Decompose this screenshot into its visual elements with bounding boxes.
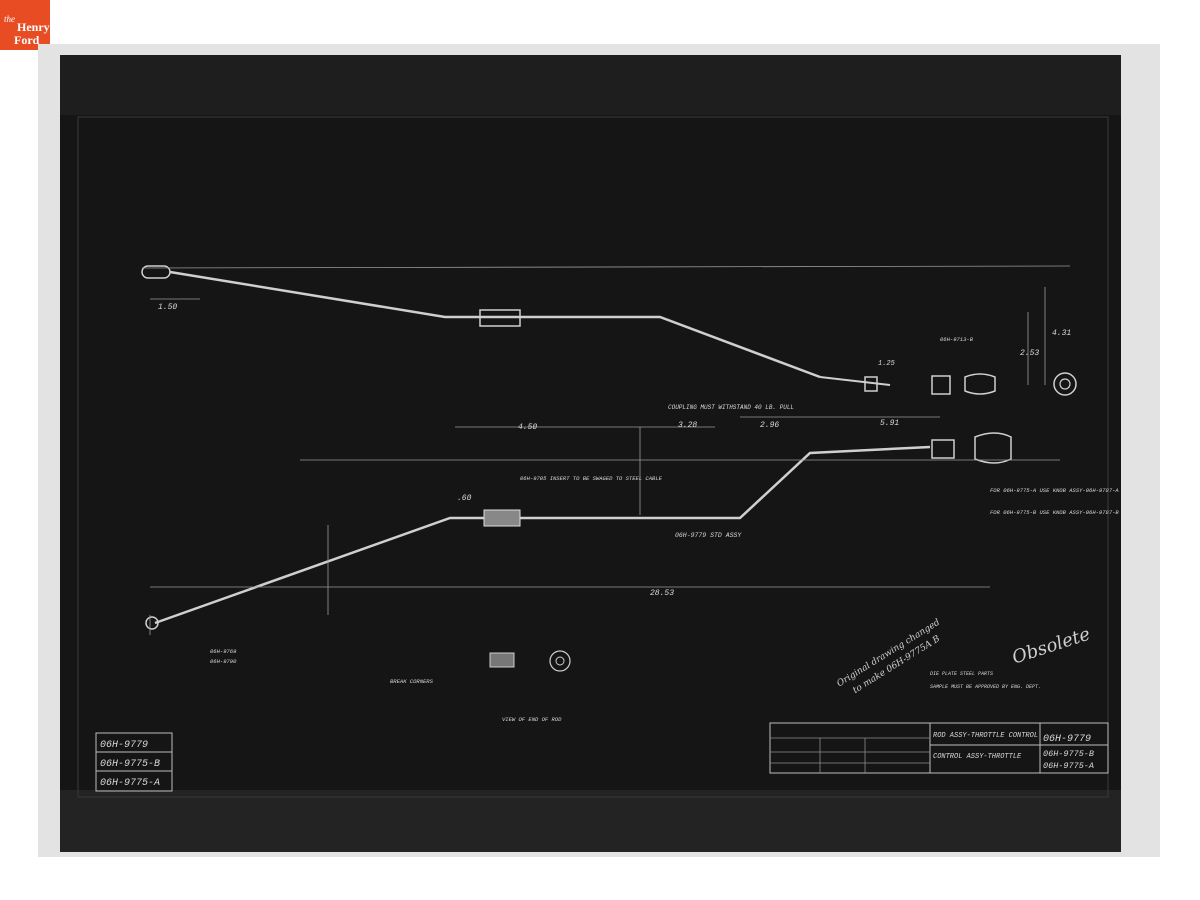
part-number-frame — [95, 732, 173, 792]
lower-rod — [145, 432, 1012, 630]
dim-6: 28.53 — [650, 589, 674, 598]
title-number-3: 06H-9775-A — [1043, 761, 1094, 771]
end-view-inner — [555, 656, 565, 666]
coupling — [479, 309, 521, 327]
dim-9: 4.31 — [1052, 329, 1071, 338]
note-bend: BREAK CORNERS — [390, 678, 434, 685]
logo-the: the — [4, 14, 15, 24]
collar-b — [931, 375, 951, 395]
border-frame — [77, 116, 1109, 798]
logo-ford: Ford — [14, 33, 40, 47]
dim-4: 2.96 — [760, 421, 779, 430]
part-number-1: 06H-9779 — [100, 740, 148, 751]
title-1: ROD ASSY-THROTTLE CONTROL — [933, 732, 1038, 740]
hand-note-1: Original drawing changed — [835, 617, 942, 689]
lower-rod-path — [154, 445, 931, 625]
end-view-outer — [549, 650, 571, 672]
dim-2: 4.50 — [518, 423, 537, 432]
knob-end-view — [1053, 372, 1077, 396]
title-frame — [769, 722, 1109, 774]
knob-upper — [964, 373, 996, 395]
collar-c — [931, 439, 955, 459]
drawing-svg: 1.50 4.50 3.28 2.96 5.91 28.53 .60 2.53 … — [60, 55, 1121, 852]
dim-8: 2.53 — [1020, 349, 1039, 358]
henry-ford-logo: the Henry Ford — [0, 0, 50, 50]
note-ref-3: 06H-9713-B — [940, 336, 974, 343]
top-band — [60, 55, 1121, 115]
knob-end-view-inner — [1059, 378, 1071, 390]
end-view-detail — [489, 650, 571, 672]
hand-obsolete: Obsolete — [1010, 624, 1093, 669]
blueprint-sheet: 1.50 4.50 3.28 2.96 5.91 28.53 .60 2.53 … — [60, 55, 1121, 852]
title-block: ROD ASSY-THROTTLE CONTROL CONTROL ASSY-T… — [769, 722, 1109, 774]
dim-7: .60 — [457, 494, 472, 503]
dimension-lines — [141, 265, 1071, 635]
obsolete-stamp: Obsolete — [1010, 624, 1093, 669]
note-approval: SAMPLE MUST BE APPROVED BY ENG. DEPT. — [930, 684, 1041, 690]
note-part-b: FOR 06H-9775-B USE KNOB ASSY-06H-9787-B — [990, 509, 1119, 516]
note-part-a: FOR 06H-9775-A USE KNOB ASSY-06H-9787-A — [990, 487, 1119, 494]
dim-5: 5.91 — [880, 419, 899, 428]
part-number-block: 06H-9779 06H-9775-B 06H-9775-A — [95, 732, 173, 792]
dim-1: 1.50 — [158, 303, 177, 312]
note-ref-2: 06H-9790 — [210, 658, 237, 665]
note-ref-1: 06H-9769 — [210, 648, 237, 655]
title-2: CONTROL ASSY-THROTTLE — [933, 753, 1022, 761]
rod-tip — [819, 376, 891, 386]
note-spec: DIE PLATE STEEL PARTS — [930, 671, 993, 677]
upper-rod-path — [169, 270, 821, 379]
title-number-1: 06H-9779 — [1043, 734, 1091, 745]
part-number-2: 06H-9775-B — [100, 759, 160, 770]
dim-3: 3.28 — [678, 421, 697, 430]
knob-lower — [974, 432, 1012, 464]
swage-insert — [483, 509, 521, 527]
dim-10: 1.25 — [878, 360, 896, 368]
bottom-band — [60, 790, 1121, 852]
part-number-3: 06H-9775-A — [100, 778, 160, 789]
title-number-2: 06H-9775-B — [1043, 749, 1094, 759]
rod-end-lower — [145, 616, 159, 630]
upper-rod — [141, 265, 1077, 396]
note-insert: 06H-9705 INSERT TO BE SWAGED TO STEEL CA… — [520, 475, 663, 482]
note-coupling: COUPLING MUST WITHSTAND 40 LB. PULL — [668, 404, 794, 411]
note-cable: 06H-9779 STD ASSY — [675, 532, 742, 539]
end-view-rod — [489, 652, 515, 668]
collar-a — [864, 376, 878, 392]
note-view: VIEW OF END OF ROD — [502, 716, 562, 723]
logo-henry: Henry — [17, 20, 50, 34]
